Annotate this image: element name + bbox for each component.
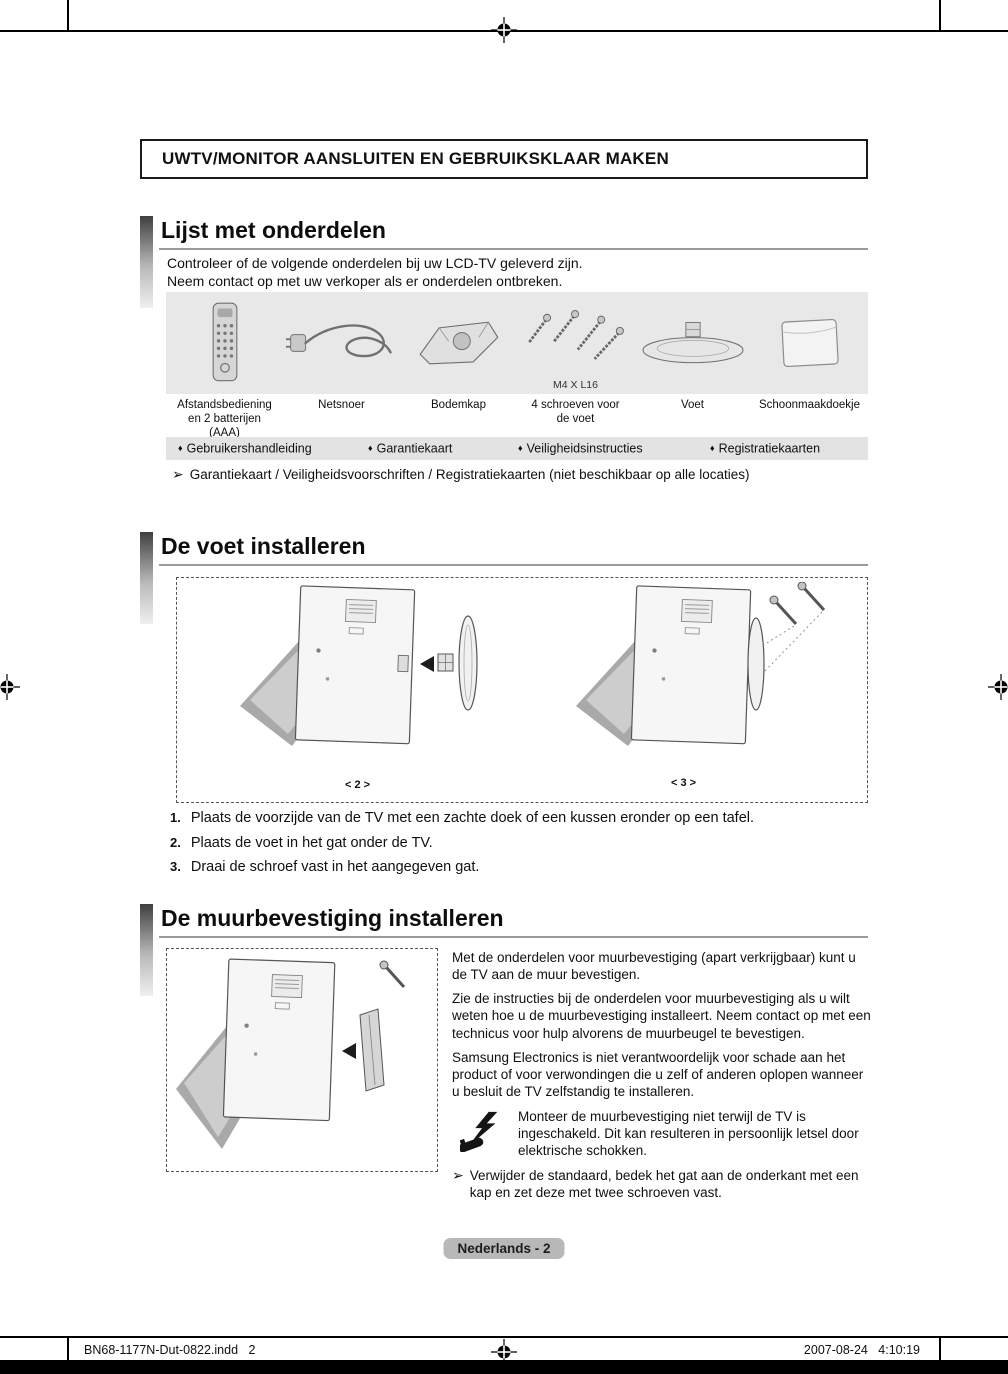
warning-text: Monteer de muurbevestiging niet terwijl …	[518, 1109, 859, 1159]
parts-illustrations-box: M4 X L16	[166, 292, 868, 394]
printed-item: ♦Garantiekaart	[368, 437, 452, 460]
step-number: 2.	[170, 835, 181, 850]
crop-tick	[939, 1336, 941, 1362]
crop-tick	[67, 1336, 69, 1362]
parts-labels-row: Afstandsbediening en 2 batterijen (AAA) …	[166, 399, 868, 440]
wall-mount-figure	[166, 948, 438, 1172]
wall-mount-illustration	[176, 958, 406, 1149]
part-label: Voet	[680, 399, 705, 411]
printed-item: ♦Veiligheidsinstructies	[518, 437, 643, 460]
chapter-title: UWTV/MONITOR AANSLUITEN EN GEBRUIKSKLAAR…	[162, 149, 669, 168]
parts-intro-line1: Controleer of de volgende onderdelen bij…	[167, 255, 583, 271]
wall-mount-note: ➢ Verwijder de standaard, bedek het gat a…	[452, 1167, 872, 1201]
note-arrow-icon: ➢	[172, 466, 184, 482]
registration-mark-icon	[491, 17, 517, 43]
section-rule	[159, 936, 868, 938]
registration-mark-icon	[0, 674, 20, 700]
electric-shock-warning-icon	[460, 1111, 498, 1153]
printed-item: ♦Registratiekaarten	[710, 437, 820, 460]
stand-install-figure: < 2 > < 3 >	[176, 577, 868, 803]
stand-step: 2. Plaats de voet in het gat onder de TV.	[170, 835, 433, 851]
printed-item-label: Garantiekaart	[376, 441, 453, 456]
registration-mark-icon	[988, 674, 1008, 700]
page-number-badge: Nederlands - 2	[443, 1238, 565, 1259]
print-footer-timestamp: 2007-08-24 4:10:19	[803, 1343, 920, 1357]
bottom-cover-icon	[418, 321, 498, 365]
section-accent-bar	[140, 216, 153, 308]
stand-screws-icon	[527, 310, 624, 360]
diamond-bullet-icon: ♦	[710, 443, 715, 453]
availability-note: ➢ Garantiekaart / Veiligheidsvoorschrifte…	[172, 466, 750, 483]
power-cord-icon	[285, 324, 392, 358]
figure-3-caption: < 3 >	[671, 777, 697, 789]
diamond-bullet-icon: ♦	[518, 443, 523, 453]
wall-mount-note-text: Verwijder de standaard, bedek het gat aa…	[469, 1167, 859, 1200]
part-label: Afstandsbediening en 2 batterijen (AAA)	[177, 399, 272, 439]
part-label: Bodemkap	[431, 399, 486, 411]
diamond-bullet-icon: ♦	[368, 443, 373, 453]
cleaning-cloth-icon	[780, 318, 839, 368]
part-label: Schoonmaakdoekje	[758, 399, 860, 411]
section-title-wallmount: De muurbevestiging installeren	[161, 905, 504, 931]
printed-item-label: Veiligheidsinstructies	[526, 441, 643, 456]
parts-cell-stand	[634, 292, 751, 394]
parts-cell-remote	[166, 292, 283, 394]
part-label: Netsnoer	[318, 399, 365, 411]
availability-note-text: Garantiekaart / Veiligheidsvoorschriften…	[189, 467, 750, 482]
wall-para-1: Met de onderdelen voor muurbevestiging (…	[452, 950, 856, 983]
screw-size-label: M4 X L16	[553, 379, 598, 391]
figure-2-caption: < 2 >	[345, 779, 371, 791]
bottom-crop-rule	[0, 1336, 1008, 1338]
wall-para-3: Samsung Electronics is niet verantwoorde…	[452, 1049, 864, 1099]
print-bleed-bar	[0, 1360, 1008, 1374]
section-rule	[159, 248, 868, 250]
parts-intro: Controleer of de volgende onderdelen bij…	[167, 255, 583, 290]
section-accent-bar	[140, 532, 153, 624]
printed-items-strip: ♦Gebruikershandleiding ♦Garantiekaart ♦V…	[166, 437, 868, 460]
stand-base-icon	[641, 322, 744, 364]
step-text: Plaats de voorzijde van de TV met een za…	[190, 810, 755, 826]
part-label: 4 schroeven voor de voet	[531, 399, 620, 425]
registration-mark-icon	[491, 1339, 517, 1365]
note-arrow-icon: ➢	[452, 1166, 464, 1183]
section-title-stand: De voet installeren	[161, 533, 366, 559]
crop-tick	[67, 0, 69, 30]
printed-item-label: Gebruikershandleiding	[186, 441, 312, 456]
parts-cell-cloth	[751, 292, 868, 394]
section-title-parts: Lijst met onderdelen	[161, 217, 386, 243]
wall-mount-text-column: Met de onderdelen voor muurbevestiging (…	[452, 949, 872, 1201]
wall-para-2: Zie de instructies bij de onderdelen voo…	[452, 991, 871, 1041]
step-number: 1.	[170, 810, 181, 825]
printed-item-label: Registratiekaarten	[718, 441, 821, 456]
section-rule	[159, 564, 868, 566]
parts-cell-power-cord	[283, 292, 400, 394]
step-number: 3.	[170, 859, 181, 874]
parts-cell-screws: M4 X L16	[517, 292, 634, 394]
print-footer-filename: BN68-1177N-Dut-0822.indd 2	[84, 1343, 256, 1357]
chapter-header: UWTV/MONITOR AANSLUITEN EN GEBRUIKSKLAAR…	[140, 139, 868, 179]
electric-shock-warning: Monteer de muurbevestiging niet terwijl …	[452, 1108, 872, 1159]
step-text: Draai de schroef vast in het aangegeven …	[190, 859, 480, 875]
stand-step: 3. Draai de schroef vast in het aangegeve…	[170, 859, 479, 875]
parts-cell-bottom-cover	[400, 292, 517, 394]
remote-control-icon	[212, 302, 237, 382]
section-accent-bar	[140, 904, 153, 996]
stand-step: 1. Plaats de voorzijde van de TV met een …	[170, 810, 754, 826]
crop-tick	[939, 0, 941, 30]
parts-intro-line2: Neem contact op met uw verkoper als er o…	[167, 272, 563, 289]
stand-install-illustration	[240, 582, 826, 746]
printed-item: ♦Gebruikershandleiding	[178, 437, 312, 460]
step-text: Plaats de voet in het gat onder de TV.	[190, 835, 433, 851]
diamond-bullet-icon: ♦	[178, 443, 183, 453]
